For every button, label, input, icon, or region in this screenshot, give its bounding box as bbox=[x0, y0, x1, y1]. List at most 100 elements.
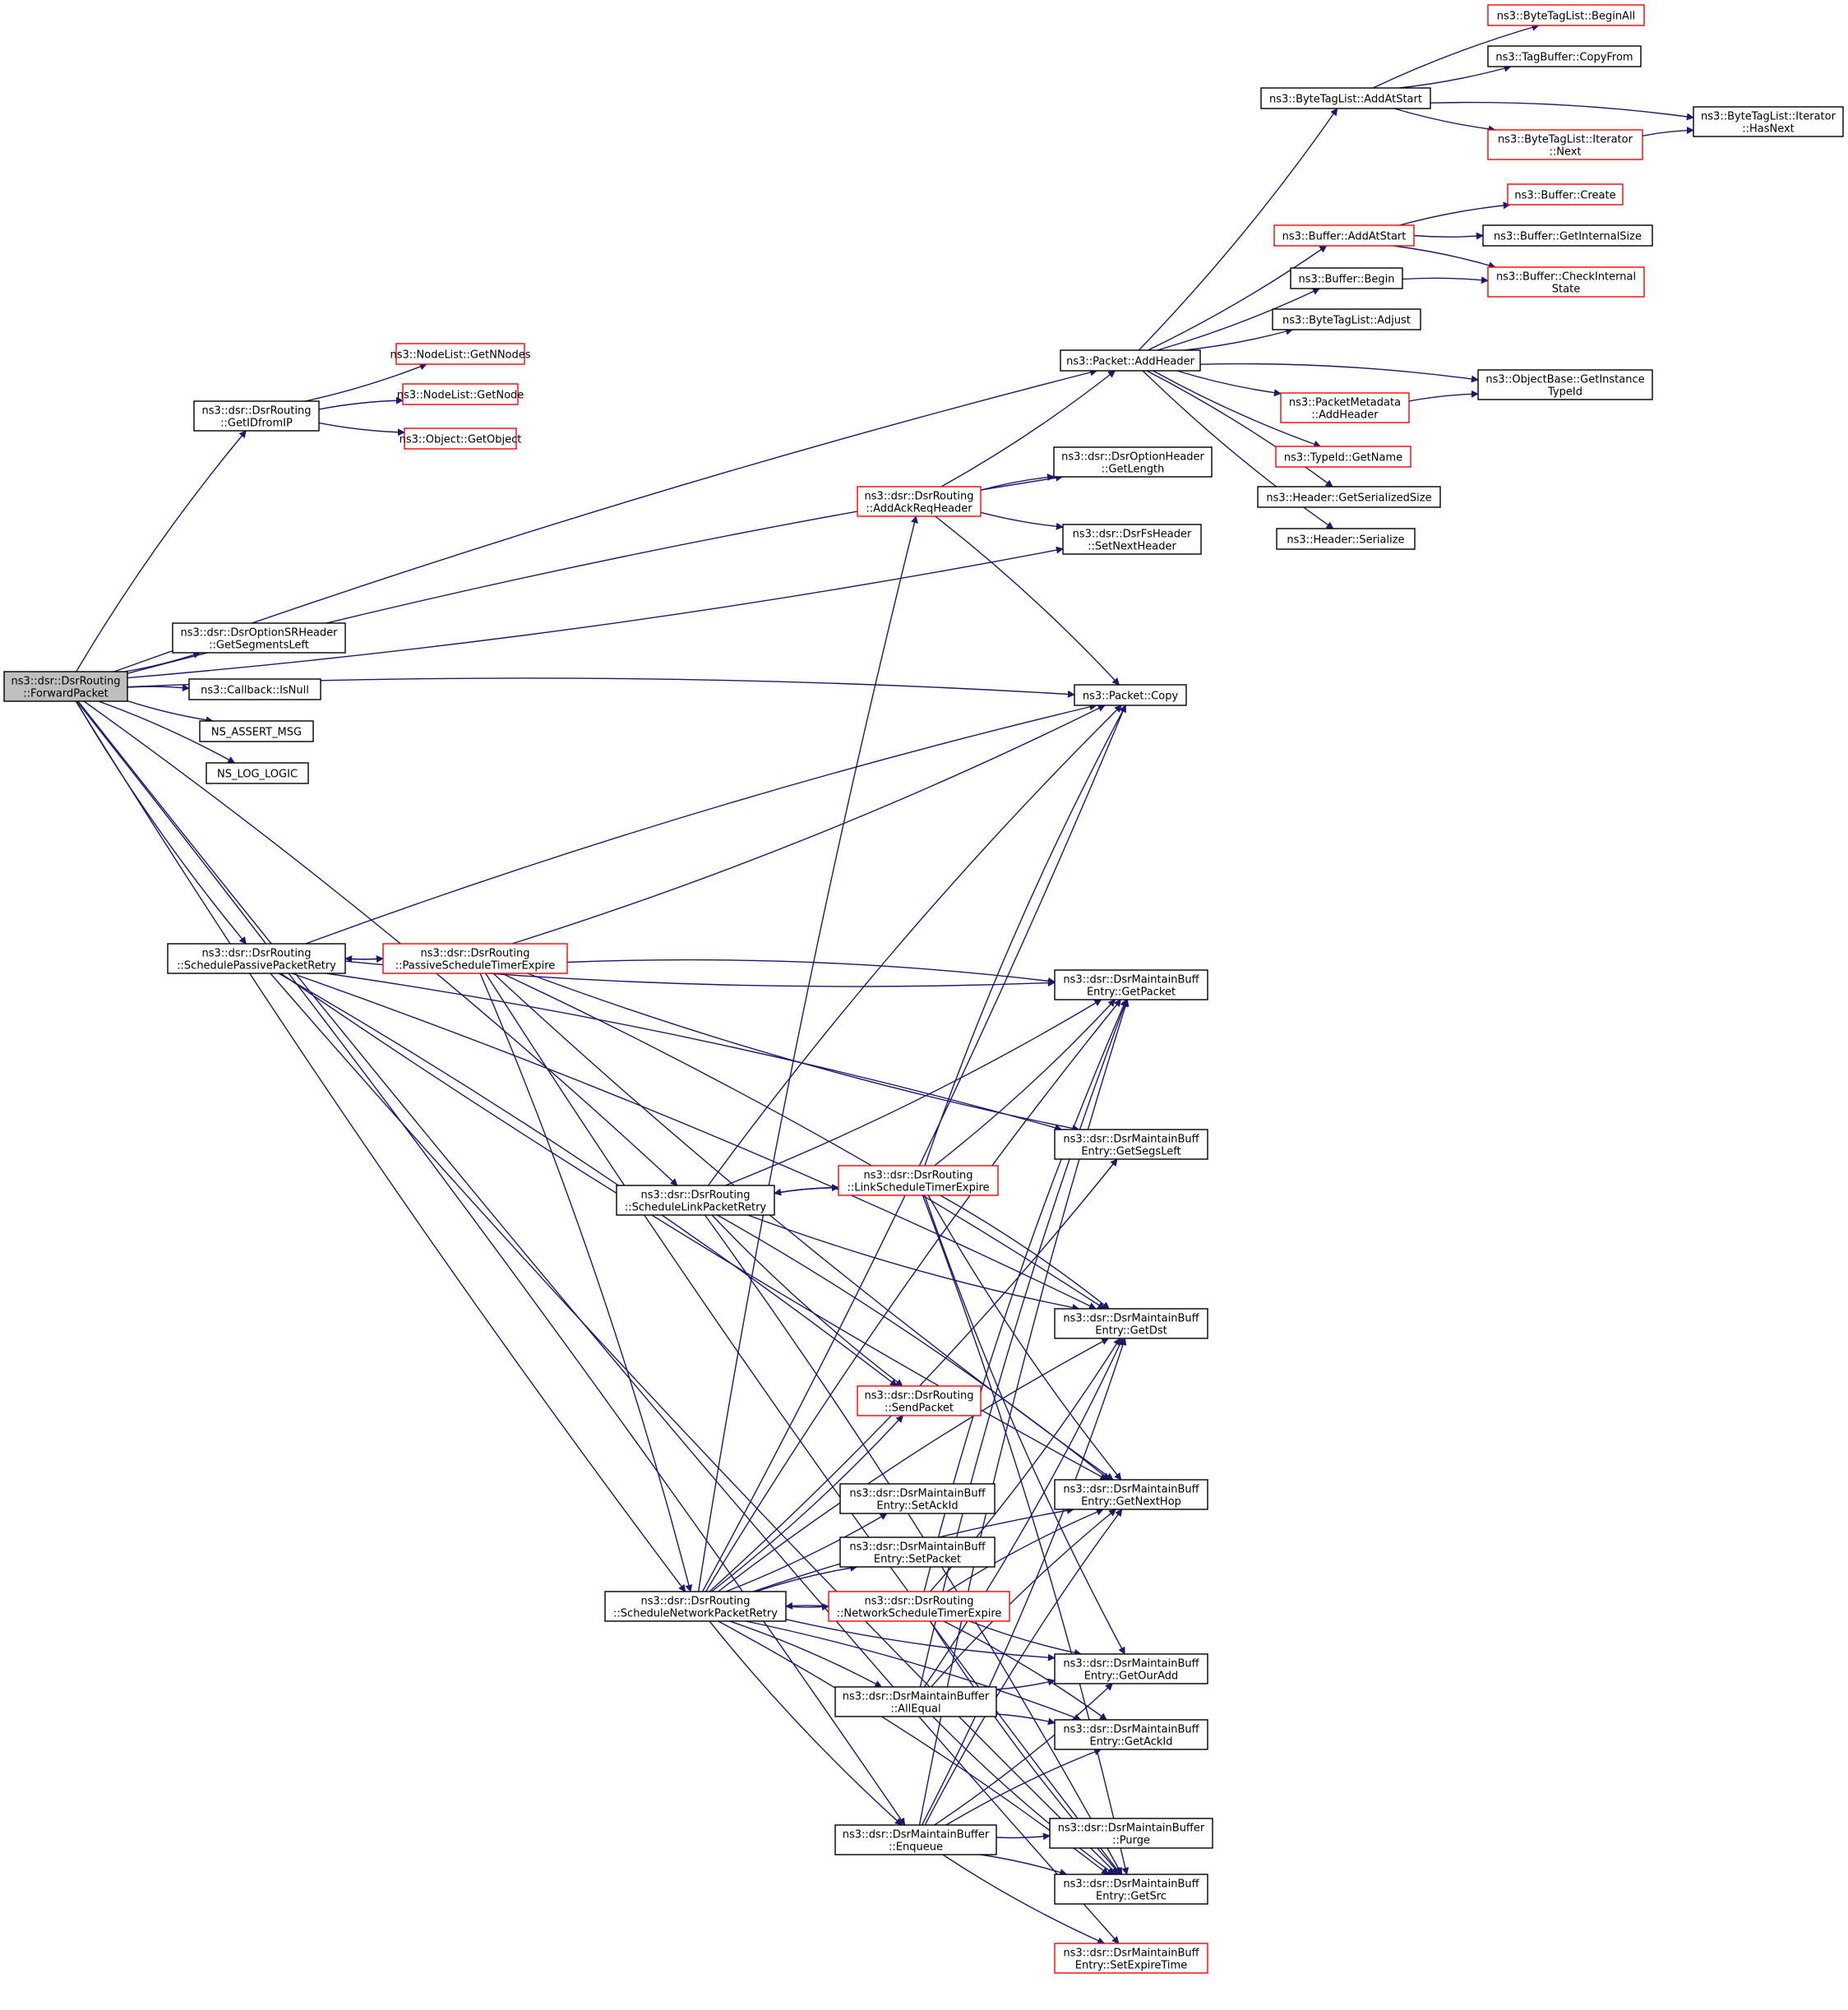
node-isnull[interactable]: ns3::Callback::IsNull bbox=[188, 678, 321, 700]
node-sendpkt[interactable]: ns3::dsr::DsrRouting::SendPacket bbox=[857, 1385, 982, 1416]
node-slr[interactable]: ns3::dsr::DsrRouting::ScheduleLinkPacket… bbox=[616, 1185, 775, 1216]
node-label-line: ::AllEqual bbox=[890, 1703, 940, 1716]
node-getsegs[interactable]: ns3::dsr::DsrMaintainBuffEntry::GetSegsL… bbox=[1054, 1129, 1208, 1160]
edge-lste-to-getour bbox=[924, 1194, 1125, 1655]
node-label-line: ns3::ByteTagList::BeginAll bbox=[1497, 11, 1635, 23]
edge-buf_add-to-buf_isz bbox=[1413, 232, 1484, 240]
edge-ackreq-to-opt_len bbox=[980, 474, 1055, 491]
edge-enqueue-to-getnh bbox=[924, 1509, 1123, 1826]
node-label-line: ns3::dsr::DsrMaintainBuffer bbox=[843, 1691, 990, 1703]
node-box bbox=[1054, 1479, 1208, 1510]
node-setpkt[interactable]: ns3::dsr::DsrMaintainBuffEntry::SetPacke… bbox=[839, 1536, 996, 1568]
node-pste[interactable]: ns3::dsr::DsrRouting::PassiveScheduleTim… bbox=[382, 943, 568, 974]
node-box bbox=[402, 383, 519, 405]
node-label-line: ns3::dsr::DsrRouting bbox=[421, 948, 530, 960]
edge-allequal-to-getsrc bbox=[932, 1716, 1116, 1875]
node-box bbox=[206, 762, 309, 784]
node-nste[interactable]: ns3::dsr::DsrRouting::NetworkScheduleTim… bbox=[828, 1591, 1010, 1622]
node-copy[interactable]: ns3::Packet::Copy bbox=[1074, 684, 1187, 706]
node-assert[interactable]: NS_ASSERT_MSG bbox=[199, 720, 314, 742]
node-hdr_size[interactable]: ns3::Header::GetSerializedSize bbox=[1257, 486, 1441, 508]
node-getnode[interactable]: ns3::NodeList::GetNode bbox=[397, 383, 524, 405]
node-getobj[interactable]: ns3::Object::GetObject bbox=[400, 427, 522, 450]
edge-addhdr-to-btl_add bbox=[1138, 108, 1338, 351]
node-fs_next[interactable]: ns3::dsr::DsrFsHeader::SetNextHeader bbox=[1062, 524, 1202, 555]
edge-spr-to-sendpkt bbox=[278, 973, 898, 1387]
node-buf_add[interactable]: ns3::Buffer::AddAtStart bbox=[1273, 224, 1415, 247]
node-pm_add[interactable]: ns3::PacketMetadata::AddHeader bbox=[1280, 392, 1410, 423]
node-label-line: ::ScheduleLinkPacketRetry bbox=[625, 1202, 767, 1214]
node-label-line: ::Purge bbox=[1112, 1835, 1150, 1847]
node-label-line: ns3::dsr::DsrRouting bbox=[12, 676, 121, 688]
node-ackreq[interactable]: ns3::dsr::DsrRouting::AddAckReqHeader bbox=[857, 486, 982, 517]
edge-enqueue-to-getsrc bbox=[980, 1854, 1068, 1876]
edge-spr-to-copy bbox=[305, 703, 1097, 945]
node-label-line: NS_ASSERT_MSG bbox=[211, 727, 302, 739]
node-buf_create[interactable]: ns3::Buffer::Create bbox=[1507, 183, 1624, 206]
node-label-line: ns3::Buffer::Create bbox=[1514, 190, 1615, 202]
node-addhdr[interactable]: ns3::Packet::AddHeader bbox=[1060, 349, 1201, 372]
node-opt_len[interactable]: ns3::dsr::DsrOptionHeader::GetLength bbox=[1053, 446, 1213, 478]
node-purge[interactable]: ns3::dsr::DsrMaintainBuffer::Purge bbox=[1049, 1818, 1213, 1849]
node-getid[interactable]: ns3::dsr::DsrRouting::GetIDfromIP bbox=[193, 400, 320, 432]
node-box bbox=[188, 678, 321, 700]
node-box bbox=[395, 343, 525, 365]
edge-allequal-to-getdst bbox=[923, 1338, 1124, 1688]
node-box bbox=[3, 671, 128, 702]
node-getpkt[interactable]: ns3::dsr::DsrMaintainBuffEntry::GetPacke… bbox=[1054, 969, 1208, 1000]
node-snr[interactable]: ns3::dsr::DsrRouting::ScheduleNetworkPac… bbox=[604, 1591, 787, 1622]
node-spr[interactable]: ns3::dsr::DsrRouting::SchedulePassivePac… bbox=[167, 943, 346, 974]
node-label-line: ns3::dsr::DsrOptionSRHeader bbox=[180, 627, 338, 640]
edge-snr-to-getour bbox=[785, 1619, 1056, 1661]
node-logic[interactable]: NS_LOG_LOGIC bbox=[206, 762, 309, 784]
node-btl_adjust[interactable]: ns3::ByteTagList::Adjust bbox=[1272, 308, 1421, 330]
node-hdr_ser[interactable]: ns3::Header::Serialize bbox=[1276, 528, 1416, 550]
node-getnh[interactable]: ns3::dsr::DsrMaintainBuffEntry::GetNextH… bbox=[1054, 1479, 1208, 1510]
node-tid_name[interactable]: ns3::TypeId::GetName bbox=[1275, 446, 1411, 468]
node-buf_isz[interactable]: ns3::Buffer::GetInternalSize bbox=[1482, 224, 1653, 247]
node-label-line: ns3::dsr::DsrRouting bbox=[865, 1596, 974, 1608]
node-segleft[interactable]: ns3::dsr::DsrOptionSRHeader::GetSegments… bbox=[172, 622, 346, 654]
edge-fwd-to-assert bbox=[127, 700, 214, 724]
node-lste[interactable]: ns3::dsr::DsrRouting::LinkScheduleTimerE… bbox=[838, 1165, 999, 1196]
node-label-line: ns3::ByteTagList::Iterator bbox=[1701, 111, 1836, 123]
edge-ackreq-to-fs_next bbox=[980, 511, 1064, 530]
node-itnext[interactable]: ns3::ByteTagList::Iterator::Next bbox=[1487, 129, 1643, 160]
node-fwd[interactable]: ns3::dsr::DsrRouting::ForwardPacket bbox=[3, 671, 128, 702]
edge-nste-to-getour bbox=[968, 1620, 1082, 1657]
edge-addhdr-to-btl_adjust bbox=[1184, 327, 1294, 351]
edge-addhdr-to-hdr_ser bbox=[1142, 370, 1334, 529]
node-box bbox=[857, 486, 982, 517]
node-label-line: ns3::dsr::DsrMaintainBuff bbox=[1063, 1878, 1199, 1891]
node-buf_begin[interactable]: ns3::Buffer::Begin bbox=[1290, 267, 1403, 289]
node-label-line: ns3::Packet::Copy bbox=[1083, 691, 1179, 703]
edge-nste-to-getnh bbox=[946, 1509, 1104, 1592]
edges bbox=[75, 23, 1694, 1944]
node-label-line: State bbox=[1552, 284, 1580, 296]
node-label-line: ns3::dsr::DsrMaintainBuff bbox=[1063, 1724, 1199, 1736]
node-box bbox=[1276, 528, 1416, 550]
node-label-line: Entry::GetDst bbox=[1095, 1325, 1167, 1338]
edge-pste-to-snr bbox=[479, 973, 693, 1592]
node-hasnext[interactable]: ns3::ByteTagList::Iterator::HasNext bbox=[1693, 106, 1844, 137]
node-btl_add[interactable]: ns3::ByteTagList::AddAtStart bbox=[1260, 87, 1431, 109]
edge-slr-to-lste bbox=[774, 1184, 839, 1194]
node-tagbuf[interactable]: ns3::TagBuffer::CopyFrom bbox=[1487, 45, 1642, 67]
node-enqueue[interactable]: ns3::dsr::DsrMaintainBuffer::Enqueue bbox=[834, 1824, 997, 1855]
node-label-line: ::GetSegmentsLeft bbox=[209, 640, 309, 652]
node-btl_begin[interactable]: ns3::ByteTagList::BeginAll bbox=[1487, 4, 1645, 26]
node-setexp[interactable]: ns3::dsr::DsrMaintainBuffEntry::SetExpir… bbox=[1054, 1943, 1208, 1974]
node-getnn[interactable]: ns3::NodeList::GetNNodes bbox=[390, 343, 531, 365]
edge-fwd-to-snr bbox=[75, 700, 686, 1592]
edge-getid-to-getnode bbox=[318, 396, 404, 410]
node-box bbox=[193, 400, 320, 432]
node-getour[interactable]: ns3::dsr::DsrMaintainBuffEntry::GetOurAd… bbox=[1054, 1653, 1208, 1684]
node-label-line: ns3::NodeList::GetNode bbox=[397, 390, 524, 402]
node-allequal[interactable]: ns3::dsr::DsrMaintainBuffer::AllEqual bbox=[834, 1686, 997, 1717]
